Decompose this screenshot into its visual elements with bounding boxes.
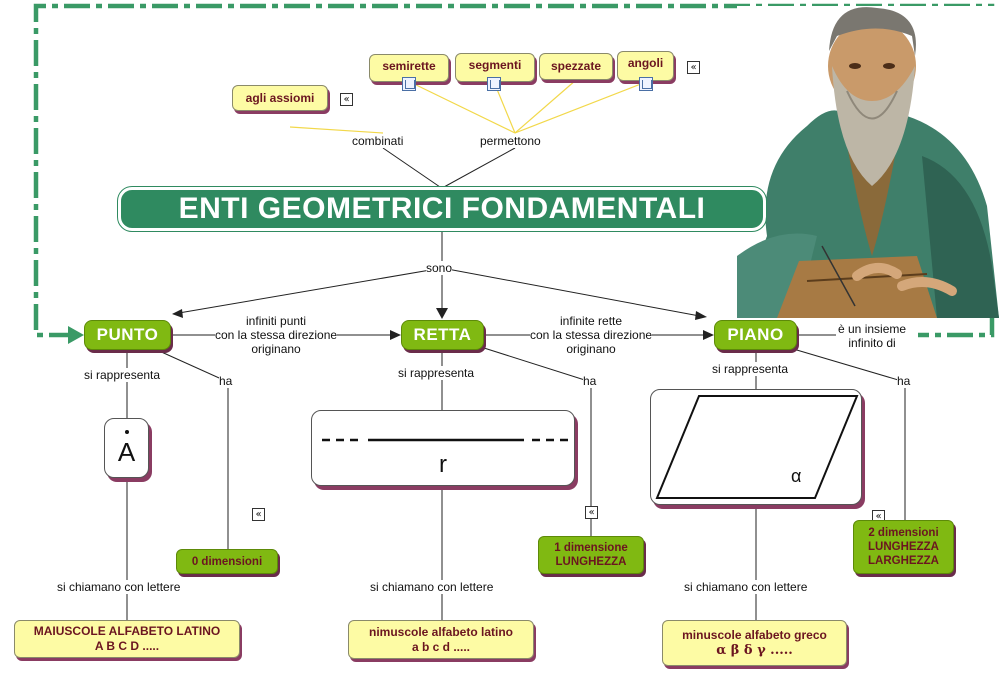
yellow-links	[289, 79, 647, 134]
letters-punto[interactable]: MAIUSCOLE ALFABETO LATINO A B C D .....	[14, 620, 240, 658]
link-ha: ha	[897, 374, 911, 388]
link-permettono: permettono	[480, 134, 541, 148]
node-retta[interactable]: RETTA	[401, 320, 484, 350]
letters-retta[interactable]: nimuscole alfabeto latino a b c d .....	[348, 620, 534, 659]
dimension-piano[interactable]: 2 dimensioni LUNGHEZZA LARGHEZZA	[853, 520, 954, 574]
concept-spezzate[interactable]: spezzate	[539, 53, 613, 80]
chevron-left-icon[interactable]: «	[585, 506, 598, 519]
submap-icon[interactable]	[639, 77, 653, 91]
node-punto[interactable]: PUNTO	[84, 320, 171, 350]
dashed-frame	[33, 3, 995, 338]
point-dot	[125, 430, 129, 434]
chevron-left-icon[interactable]: «	[872, 510, 885, 523]
punto-representation[interactable]: A	[104, 418, 149, 478]
chevron-left-icon[interactable]: «	[340, 93, 353, 106]
retta-representation[interactable]: r	[311, 410, 575, 486]
link-infinite-rette: infinite rette con la stessa direzione o…	[530, 314, 653, 356]
submap-icon[interactable]	[487, 77, 501, 91]
link-si-rappresenta: si rappresenta	[712, 362, 789, 376]
piano-representation[interactable]: α	[650, 389, 862, 505]
link-sono: sono	[426, 261, 453, 275]
link-insieme: è un insieme infinito di	[838, 322, 907, 350]
link-infiniti-punti: infiniti punti con la stessa direzione o…	[215, 314, 338, 356]
line-drawing	[322, 438, 570, 442]
arrowheads	[172, 308, 714, 340]
link-combinati: combinati	[352, 134, 404, 148]
submap-icon[interactable]	[402, 77, 416, 91]
link-si-chiamano: si chiamano con lettere	[370, 580, 494, 594]
point-letter: A	[117, 437, 136, 467]
node-piano[interactable]: PIANO	[714, 320, 797, 350]
plane-drawing	[655, 395, 859, 499]
dimension-retta[interactable]: 1 dimensione LUNGHEZZA	[538, 536, 644, 574]
dimension-punto[interactable]: 0 dimensioni	[176, 549, 278, 574]
frame-arrowhead	[68, 326, 84, 344]
chevron-left-icon[interactable]: «	[252, 508, 265, 521]
link-si-rappresenta: si rappresenta	[398, 366, 475, 380]
main-title[interactable]: ENTI GEOMETRICI FONDAMENTALI	[117, 186, 767, 232]
euclid-portrait	[737, 6, 999, 318]
chevron-left-icon[interactable]: «	[687, 61, 700, 74]
link-si-rappresenta: si rappresenta	[84, 368, 161, 382]
line-letter: r	[439, 451, 447, 478]
concept-agli-assiomi[interactable]: agli assiomi	[232, 85, 328, 111]
link-ha: ha	[219, 374, 233, 388]
plane-letter: α	[791, 466, 802, 486]
letters-piano[interactable]: minuscole alfabeto greco α β δ γ .....	[662, 620, 847, 666]
link-si-chiamano: si chiamano con lettere	[57, 580, 181, 594]
link-si-chiamano: si chiamano con lettere	[684, 580, 808, 594]
link-ha: ha	[583, 374, 597, 388]
